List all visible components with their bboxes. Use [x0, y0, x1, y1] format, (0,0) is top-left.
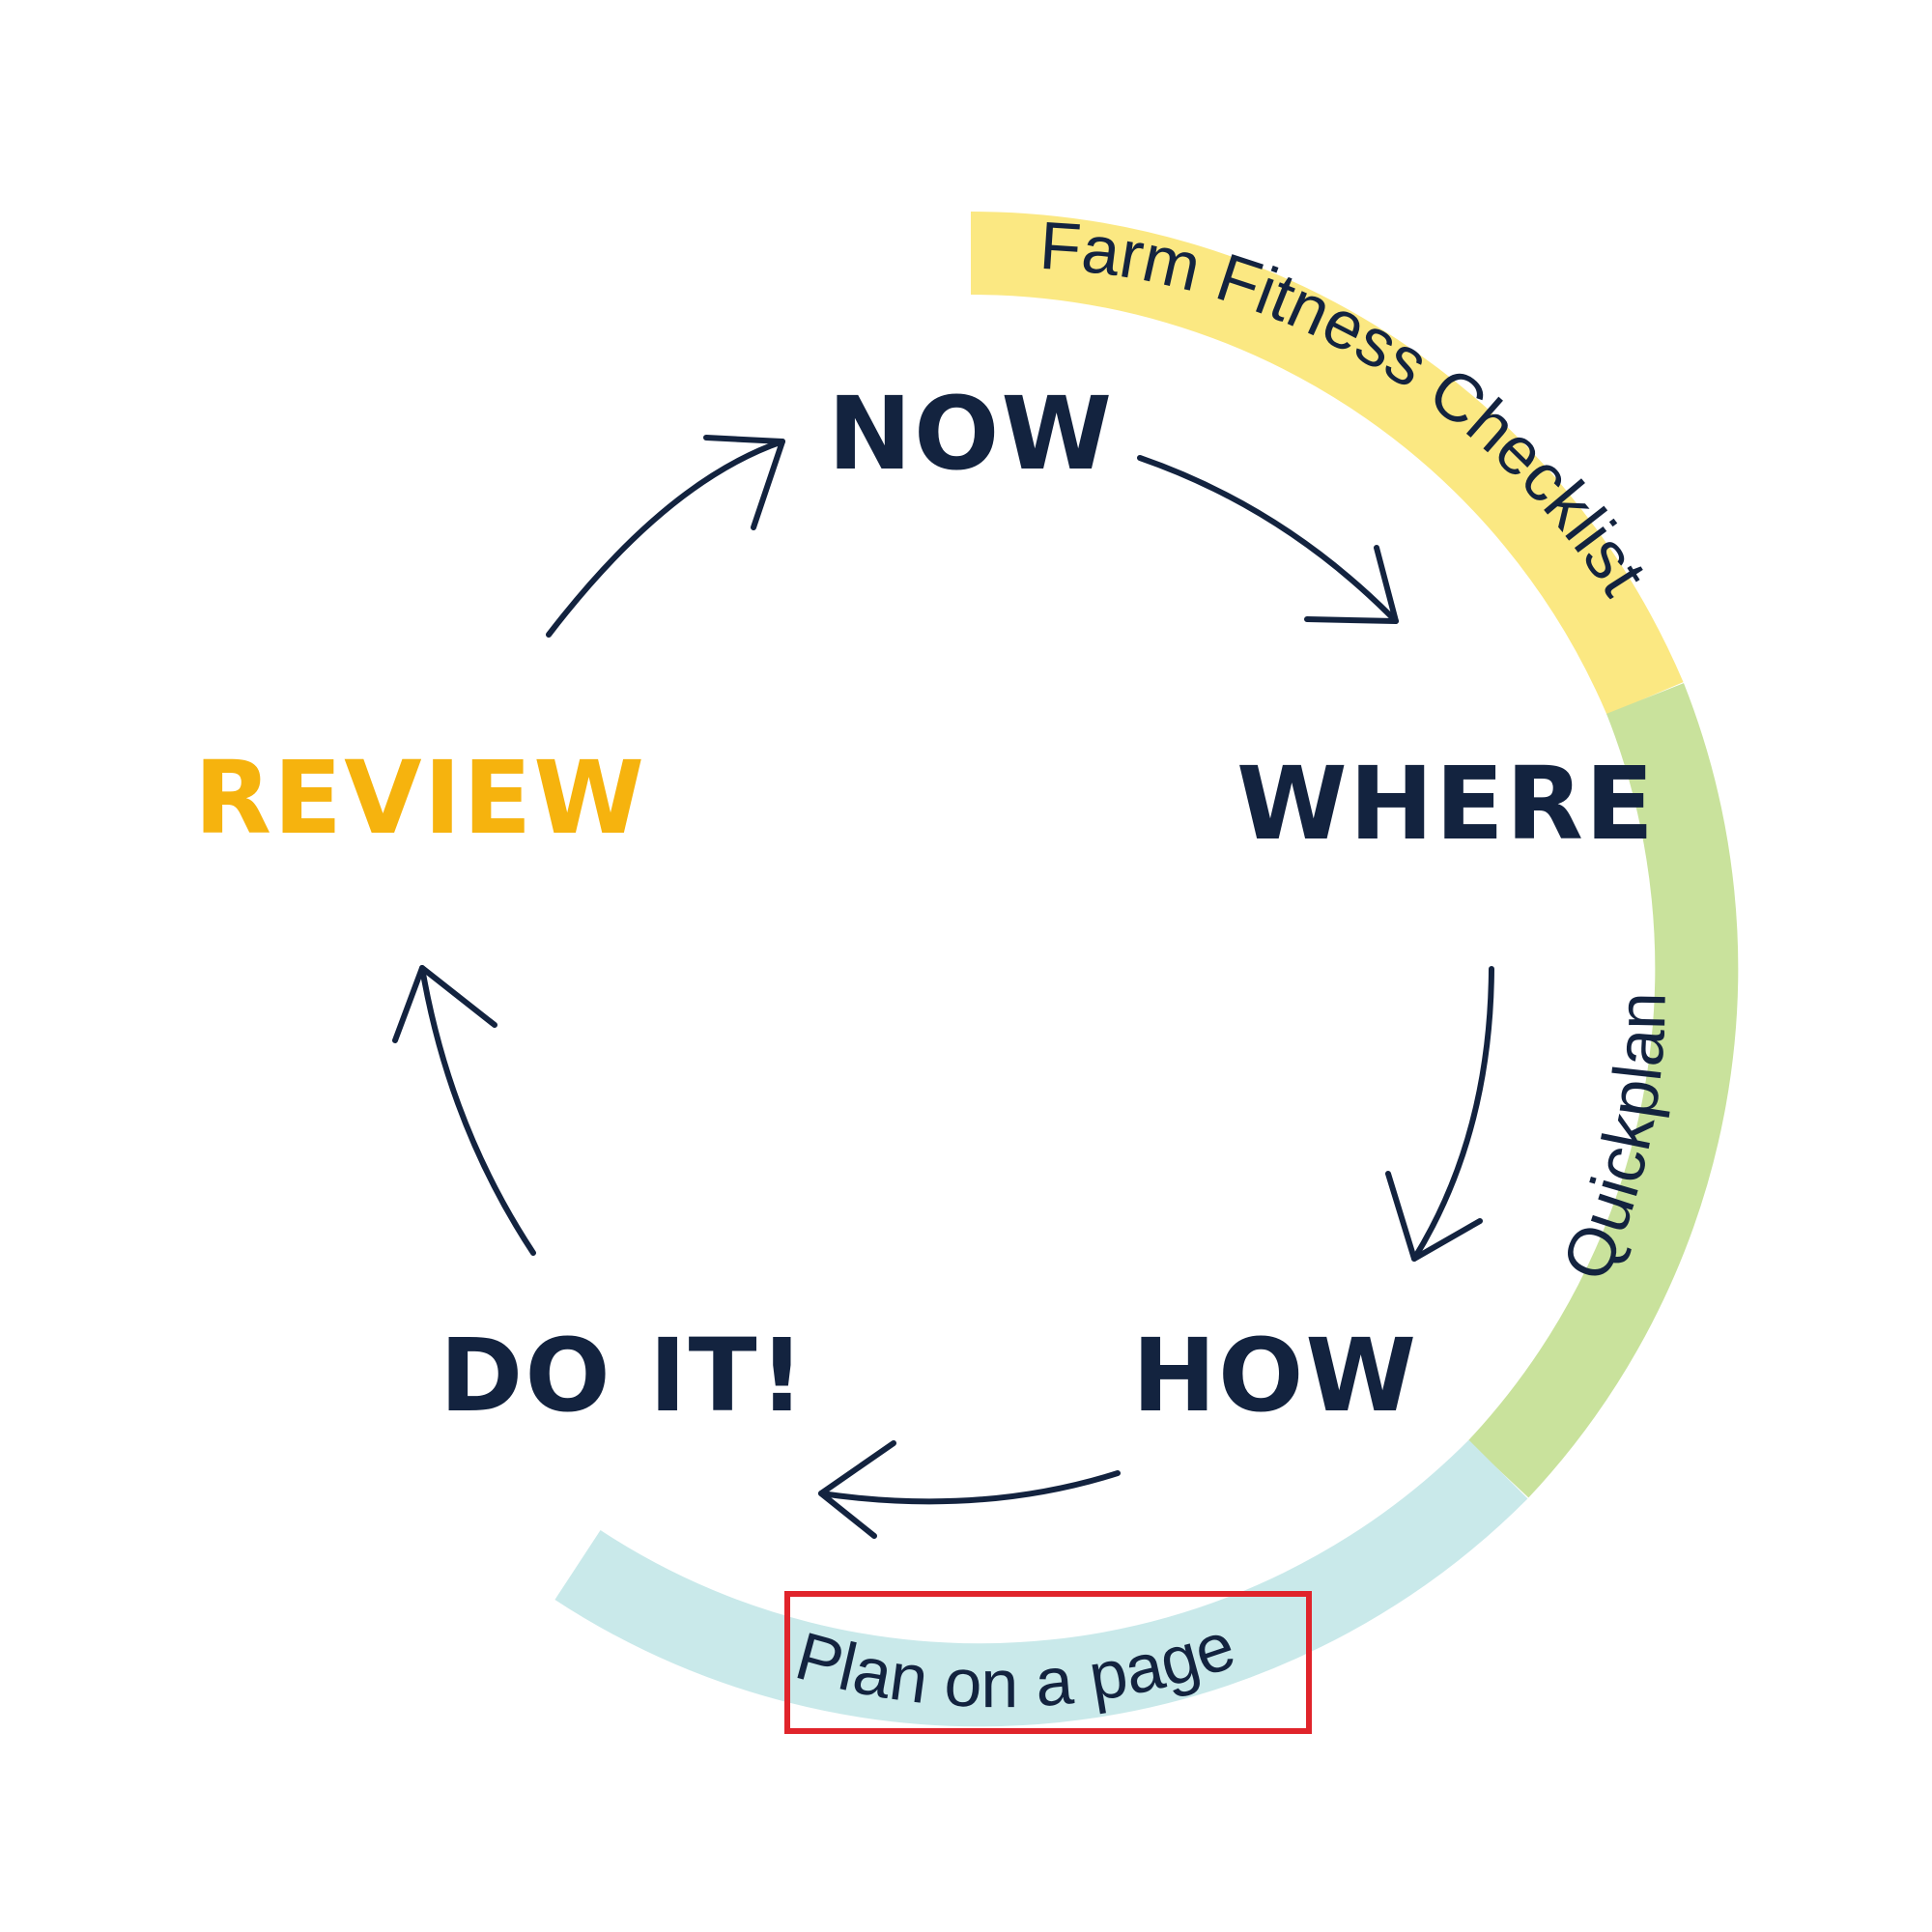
- stage-where: WHERE: [1236, 745, 1656, 863]
- arrow-do-it-to-review: [392, 965, 536, 1256]
- ring-segment-quickplan: [1467, 683, 1739, 1498]
- highlight-box: [784, 1591, 1312, 1734]
- stage-do-it: DO IT!: [440, 1317, 807, 1435]
- ring-segment-farm-fitness-checklist: [970, 211, 1684, 715]
- farm-fitness-checklist-label: Farm Fitness Checklist: [1037, 208, 1662, 608]
- arrow-now-to-where: [1137, 455, 1399, 624]
- stage-review: REVIEW: [194, 739, 646, 857]
- arrow-review-to-now: [546, 435, 785, 638]
- ring-segment-plan-on-a-page: [554, 1439, 1528, 1727]
- stage-now: NOW: [828, 375, 1114, 493]
- stage-how: HOW: [1132, 1317, 1418, 1435]
- arrow-where-to-how: [1385, 966, 1494, 1262]
- plan-on-a-page-label: Plan on a page: [788, 1607, 1244, 1721]
- arrow-how-to-do-it: [818, 1440, 1121, 1539]
